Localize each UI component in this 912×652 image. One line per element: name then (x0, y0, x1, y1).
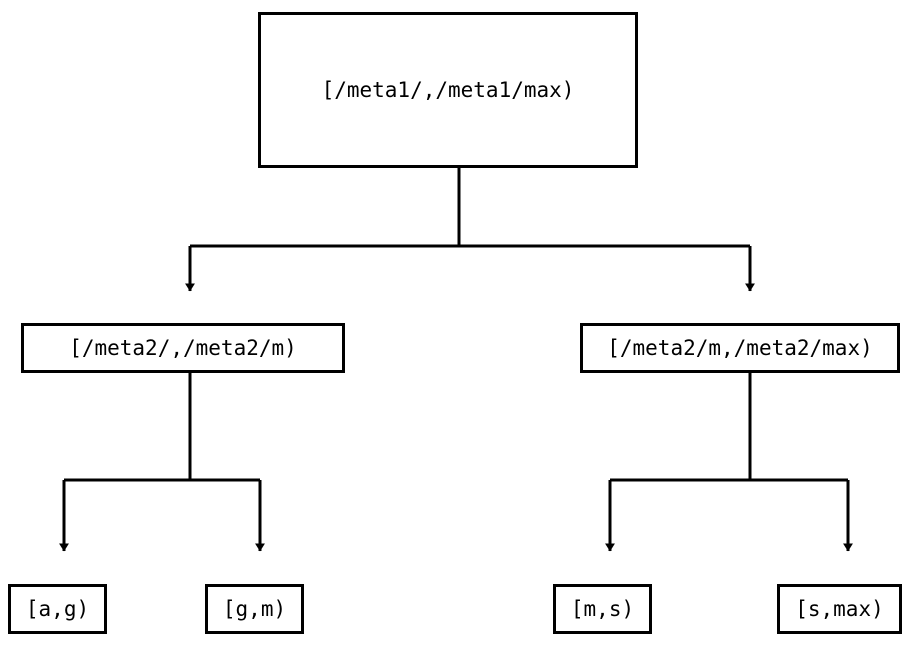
edge-meta2-low-split (64, 373, 260, 482)
tree-node-meta2-low-label: [/meta2/,/meta2/m) (69, 335, 297, 360)
tree-node-meta2-high-label: [/meta2/m,/meta2/max) (607, 335, 873, 360)
tree-node-leaf-ms[interactable]: [m,s) (553, 584, 652, 634)
tree-node-leaf-smax-label: [s,max) (795, 596, 884, 621)
tree-node-leaf-ms-label: [m,s) (570, 596, 635, 621)
edge-root-split (190, 168, 750, 248)
tree-node-leaf-gm-label: [g,m) (222, 596, 287, 621)
tree-node-leaf-smax[interactable]: [s,max) (777, 584, 902, 634)
tree-node-root-label: [/meta1/,/meta1/max) (321, 77, 575, 102)
tree-node-meta2-high[interactable]: [/meta2/m,/meta2/max) (580, 323, 900, 373)
tree-node-leaf-gm[interactable]: [g,m) (205, 584, 304, 634)
tree-node-leaf-ag-label: [a,g) (25, 596, 90, 621)
edge-meta2-high-split (610, 373, 848, 482)
tree-node-meta2-low[interactable]: [/meta2/,/meta2/m) (21, 323, 345, 373)
tree-node-root[interactable]: [/meta1/,/meta1/max) (258, 12, 638, 168)
tree-node-leaf-ag[interactable]: [a,g) (8, 584, 107, 634)
